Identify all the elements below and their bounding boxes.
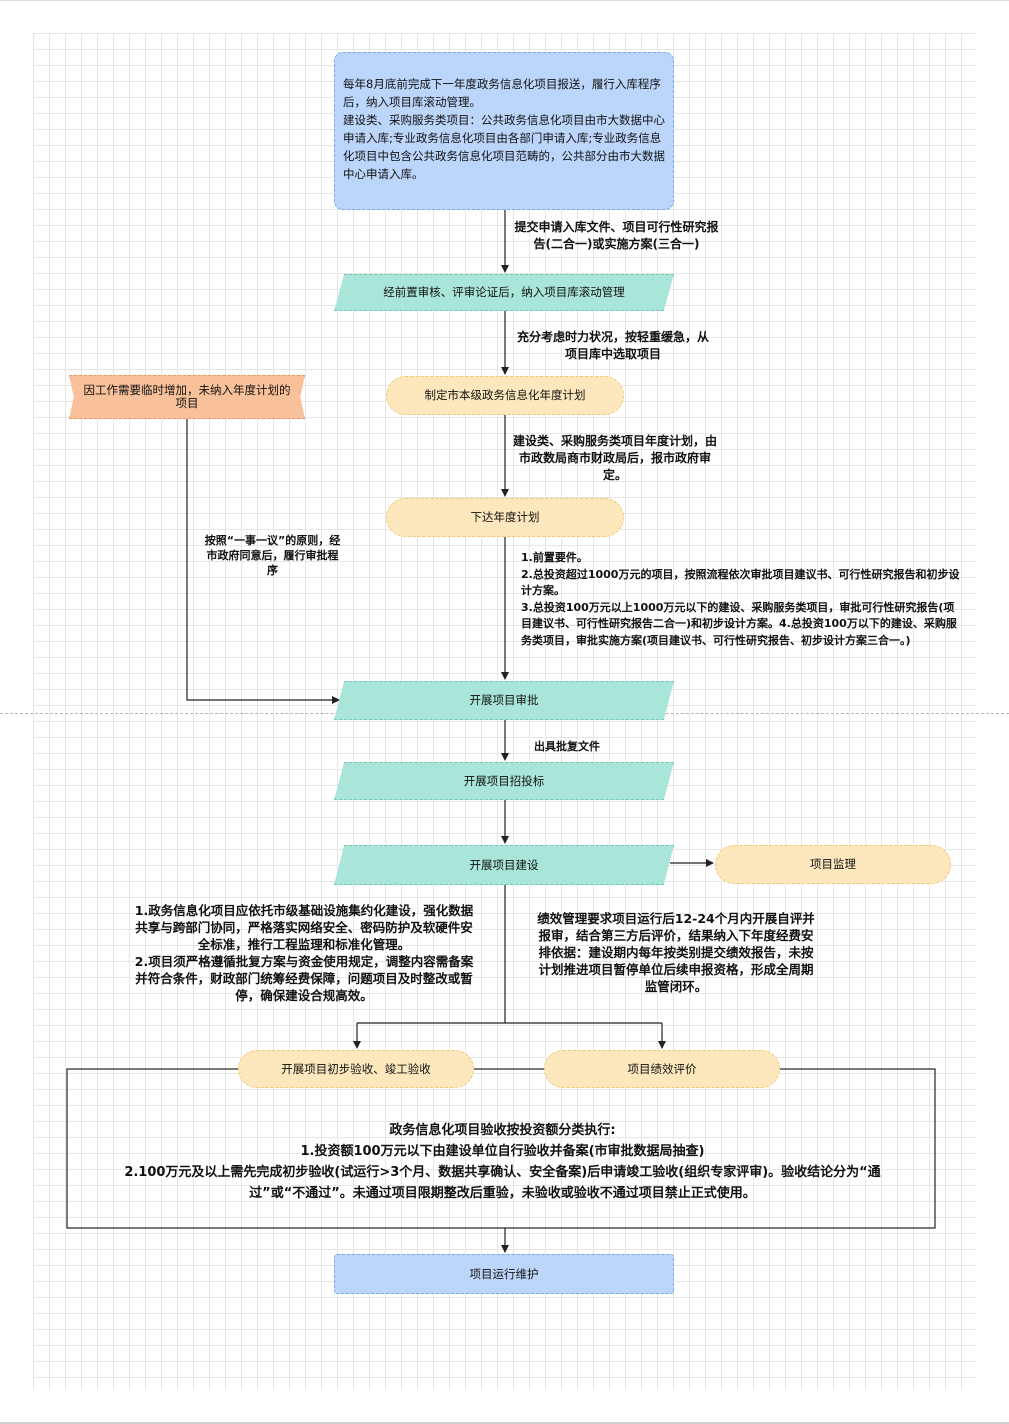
node-performance: 项目绩效评价 (544, 1050, 780, 1088)
edge-label-select: 充分考虑时力状况，按轻重缓急，从项目库中选取项目 (516, 330, 709, 361)
node-plan-label: 制定市本级政务信息化年度计划 (424, 388, 586, 402)
node-acceptance-label: 开展项目初步验收、竣工验收 (281, 1061, 431, 1076)
approval-req-3: 3.总投资100万元以上1000万元以下的建设、采购服务类项目，审批可行性研究报… (521, 600, 957, 647)
node-approval-label: 开展项目审批 (469, 693, 539, 707)
node-operation: 项目运行维护 (334, 1254, 674, 1294)
node-bidding: 开展项目招投标 (334, 762, 674, 800)
note-performance-requirements: 绩效管理要求项目运行后12-24个月内开展自评并报审，结合第三方后评价，结果纳入… (537, 911, 815, 994)
edge-label-plan-review: 建设类、采购服务类项目年度计划，由市政数局商市财政局后，报市政府审定。 (512, 434, 717, 482)
acceptance-rule-2: 2.100万元及以上需先完成初步验收(试运行>3个月、数据共享确认、安全备案)后… (124, 1165, 881, 1201)
edge-label-approval-reqs: 1.前置要件。 2.总投资超过1000万元的项目，按照流程依次审批项目建议书、可… (521, 550, 961, 649)
edge-label-reply: 出具批复文件 (534, 740, 600, 753)
acceptance-rule-1: 1.投资额100万元以下由建设单位自行验收并备案(市审批数据局抽查) (300, 1144, 705, 1159)
node-acceptance: 开展项目初步验收、竣工验收 (238, 1050, 474, 1088)
node-intro-text: 每年8月底前完成下一年度政务信息化项目报送，履行入库程序后，纳入项目库滚动管理。… (343, 77, 665, 181)
node-supervision: 项目监理 (715, 845, 951, 884)
node-temporary: 因工作需要临时增加，未纳入年度计划的项目 (69, 375, 305, 419)
node-issue-label: 下达年度计划 (470, 510, 540, 524)
approval-req-2: 2.总投资超过1000万元的项目，按照流程依次审批项目建议书、可行性研究报告和初… (521, 567, 960, 598)
acceptance-title: 政务信息化项目验收按投资额分类执行: (389, 1123, 616, 1138)
node-plan: 制定市本级政务信息化年度计划 (386, 376, 624, 415)
node-performance-label: 项目绩效评价 (627, 1061, 697, 1076)
node-review-label: 经前置审核、评审论证后，纳入项目库滚动管理 (383, 285, 625, 299)
acceptance-requirements: 政务信息化项目验收按投资额分类执行: 1.投资额100万元以下由建设单位自行验收… (100, 1120, 905, 1204)
node-construction: 开展项目建设 (334, 845, 674, 885)
edge-label-one-by-one: 按照“一事一议”的原则，经市政府同意后，履行审批程序 (204, 534, 341, 577)
acceptance-frame (66, 1068, 936, 1229)
construction-req-2: 2.项目须严格遵循批复方案与资金使用规定，调整内容需备案并符合条件，财政部门统筹… (134, 954, 474, 1003)
node-temporary-label: 因工作需要临时增加，未纳入年度计划的项目 (83, 383, 291, 410)
edge-label-submit: 提交申请入库文件、项目可行性研究报告(二合一)或实施方案(三合一) (514, 220, 719, 251)
node-operation-label: 项目运行维护 (469, 1266, 539, 1281)
approval-req-1: 1.前置要件。 (521, 551, 588, 564)
node-issue: 下达年度计划 (386, 498, 624, 537)
node-approval: 开展项目审批 (334, 681, 674, 720)
node-review: 经前置审核、评审论证后，纳入项目库滚动管理 (334, 274, 674, 311)
node-intro: 每年8月底前完成下一年度政务信息化项目报送，履行入库程序后，纳入项目库滚动管理。… (334, 52, 674, 210)
construction-req-1: 1.政务信息化项目应依托市级基础设施集约化建设，强化数据共享与跨部门协同，严格落… (134, 903, 474, 952)
arrow-temporary-to-approval (186, 419, 340, 704)
note-construction-requirements: 1.政务信息化项目应依托市级基础设施集约化建设，强化数据共享与跨部门协同，严格落… (133, 902, 475, 1004)
node-supervision-label: 项目监理 (810, 857, 856, 871)
node-construction-label: 开展项目建设 (469, 857, 539, 872)
node-bidding-label: 开展项目招投标 (463, 773, 545, 788)
